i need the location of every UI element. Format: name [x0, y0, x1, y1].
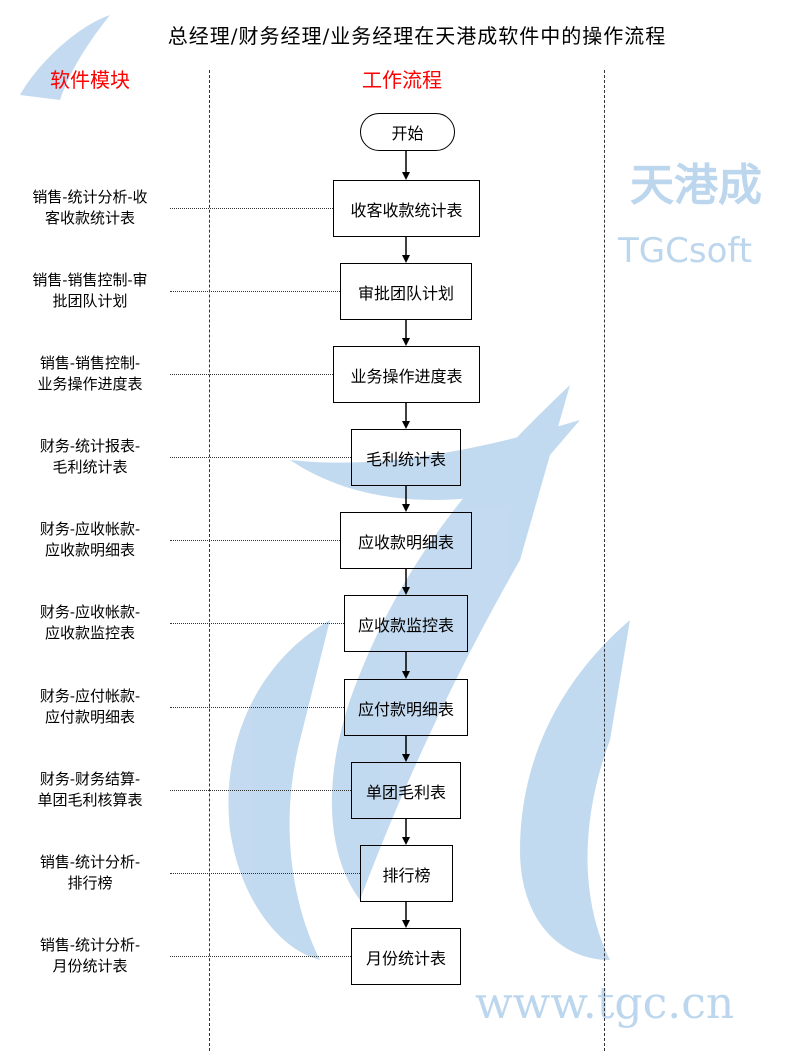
lane-divider [209, 70, 210, 1051]
connector-dotted [170, 873, 360, 874]
arrow [402, 902, 410, 928]
module-label-line2: 月份统计表 [52, 957, 128, 975]
module-label-line1: 财务-统计报表- [39, 437, 141, 455]
arrow [402, 320, 410, 346]
flow-step: 毛利统计表 [351, 429, 461, 486]
module-label-line1: 销售-销售控制- [39, 354, 141, 372]
watermark-logo-cn: 天港成 [630, 160, 762, 211]
module-label: 销售-统计分析- 排行榜 [10, 852, 170, 894]
start-node: 开始 [360, 113, 455, 151]
module-label: 销售-统计分析-收客收款统计表 [10, 187, 170, 229]
module-label: 财务-应收帐款- 应收款明细表 [10, 519, 170, 561]
flow-step: 应收款明细表 [340, 512, 472, 569]
arrow [402, 736, 410, 762]
flow-step: 单团毛利表 [351, 762, 461, 819]
module-label-line1: 销售-统计分析- [39, 936, 141, 954]
module-label-line2: 排行榜 [67, 874, 113, 892]
module-label: 销售-销售控制- 业务操作进度表 [10, 353, 170, 395]
arrow [402, 569, 410, 595]
connector-dotted [170, 374, 333, 375]
module-label-line2: 应收款监控表 [44, 624, 135, 642]
connector-dotted [170, 956, 351, 957]
modules-header: 软件模块 [50, 68, 130, 92]
module-label: 销售-统计分析- 月份统计表 [10, 935, 170, 977]
arrow [402, 819, 410, 845]
module-label: 财务-应收帐款- 应收款监控表 [10, 602, 170, 644]
connector-dotted [170, 790, 351, 791]
module-label-line2: 应收款明细表 [44, 541, 135, 559]
arrow [402, 151, 410, 180]
lane-divider [604, 70, 605, 1051]
connector-dotted [170, 707, 344, 708]
module-label: 财务-统计报表- 毛利统计表 [10, 436, 170, 478]
module-label: 财务-应付帐款- 应付款明细表 [10, 686, 170, 728]
module-label-line2: 业务操作进度表 [37, 375, 143, 393]
connector-dotted [170, 457, 351, 458]
module-label-line1: 财务-应付帐款- [39, 687, 141, 705]
connector-dotted [170, 623, 344, 624]
arrow [402, 403, 410, 429]
module-label-line2: 客收款统计表 [44, 209, 135, 227]
module-label: 销售-销售控制-审批团队计划 [10, 270, 170, 312]
module-label-line1: 财务-财务结算- [39, 770, 141, 788]
module-label-line1: 销售-统计分析-收 [32, 188, 148, 206]
module-label-line1: 销售-统计分析- [39, 853, 141, 871]
arrow [402, 486, 410, 512]
flow-step: 月份统计表 [351, 928, 461, 985]
module-label-line1: 销售-销售控制-审 [32, 271, 148, 289]
module-label-line1: 财务-应收帐款- [39, 603, 141, 621]
module-label-line2: 毛利统计表 [52, 458, 128, 476]
module-label-line2: 单团毛利核算表 [37, 791, 143, 809]
module-label-line2: 批团队计划 [52, 292, 128, 310]
flow-header: 工作流程 [362, 68, 442, 92]
module-label-line2: 应付款明细表 [44, 708, 135, 726]
watermark-logo-en: TGCsoft [617, 231, 752, 271]
flow-step: 应付款明细表 [344, 679, 468, 736]
module-label: 财务-财务结算- 单团毛利核算表 [10, 769, 170, 811]
page-title: 总经理/财务经理/业务经理在天港成软件中的操作流程 [167, 24, 667, 48]
module-label-line1: 财务-应收帐款- [39, 520, 141, 538]
flow-step: 审批团队计划 [340, 263, 472, 320]
flow-step: 应收款监控表 [344, 595, 468, 652]
connector-dotted [170, 291, 340, 292]
flow-step: 收客收款统计表 [333, 180, 480, 237]
connector-dotted [170, 208, 333, 209]
arrow [402, 652, 410, 679]
connector-dotted [170, 540, 340, 541]
flow-step: 业务操作进度表 [333, 346, 480, 403]
flow-step: 排行榜 [360, 845, 453, 902]
arrow [402, 237, 410, 263]
